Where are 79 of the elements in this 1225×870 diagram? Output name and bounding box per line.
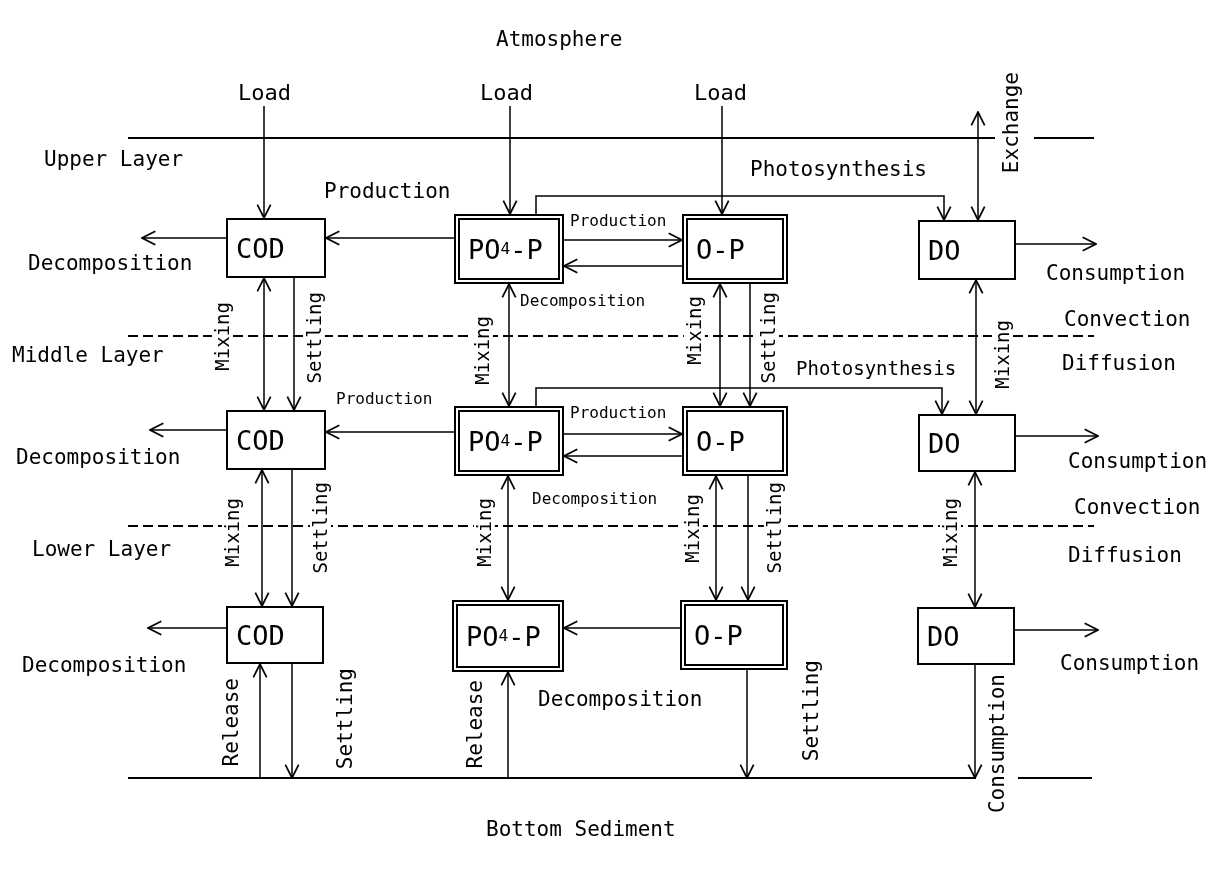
compartment-box: DO — [918, 414, 1016, 472]
arrow — [740, 475, 756, 601]
arrow — [563, 232, 683, 248]
double-arrow — [968, 279, 984, 415]
edge-label: Mixing — [684, 296, 705, 365]
edge-label: Settling — [758, 292, 779, 384]
layer-label: Middle Layer — [12, 344, 164, 368]
double-arrow — [970, 111, 986, 221]
arrow — [742, 283, 758, 407]
arrow — [1014, 622, 1099, 638]
edge-label: Decomposition — [22, 654, 187, 678]
layer-label: Upper Layer — [44, 148, 184, 172]
edge-label: Settling — [304, 292, 325, 384]
arrow — [252, 663, 268, 779]
edge-label: Mixing — [940, 498, 961, 567]
arrow — [284, 663, 300, 779]
edge-label: Consumption — [1046, 262, 1186, 286]
edge-label: Mixing — [474, 498, 495, 567]
edge-label: Mixing — [472, 316, 493, 385]
compartment-box: COD — [226, 606, 324, 664]
compartment-box: DO — [918, 220, 1016, 280]
arrow — [502, 105, 518, 215]
layer-label: Lower Layer — [32, 538, 172, 562]
arrow — [563, 426, 683, 442]
double-arrow — [256, 277, 272, 411]
compartment-box: O-P — [680, 600, 788, 670]
arrow — [141, 230, 227, 246]
edge-label: Settling — [334, 668, 358, 770]
layer-label: Atmosphere — [496, 28, 623, 52]
source-label: Load — [694, 80, 747, 106]
edge-label: Decomposition — [28, 252, 193, 276]
arrow — [1015, 428, 1099, 444]
arrow — [500, 671, 516, 779]
edge-label: Decomposition — [16, 446, 181, 470]
edge-label: Consumption — [1060, 652, 1200, 676]
source-label: Load — [480, 80, 533, 106]
double-arrow — [967, 471, 983, 608]
compartment-box: DO — [917, 607, 1015, 665]
arrow — [1015, 236, 1097, 252]
arrow — [563, 258, 683, 274]
edge-label: Settling — [310, 482, 331, 574]
double-arrow — [501, 283, 517, 407]
double-arrow — [500, 475, 516, 601]
arrow — [535, 195, 952, 221]
arrow — [149, 422, 227, 438]
edge-label: Mixing — [212, 302, 233, 371]
edge-label: Mixing — [992, 320, 1013, 389]
edge-label: Photosynthesis — [796, 358, 957, 379]
double-arrow — [254, 469, 270, 607]
arrow — [325, 230, 455, 246]
edge-label: Settling — [764, 482, 785, 574]
edge-label: Mixing — [222, 498, 243, 567]
arrow — [967, 664, 983, 779]
arrow — [325, 424, 455, 440]
arrow — [286, 277, 302, 411]
edge-label: Consumption — [986, 674, 1010, 814]
edge-label: Consumption — [1068, 450, 1208, 474]
arrow — [535, 387, 950, 415]
arrow — [147, 620, 227, 636]
arrow — [284, 469, 300, 607]
compartment-box: COD — [226, 218, 326, 278]
compartment-box: O-P — [682, 406, 788, 476]
double-arrow — [708, 475, 724, 601]
edge-label: Settling — [800, 660, 824, 762]
edge-label: Decomposition — [532, 490, 658, 508]
arrow — [714, 105, 730, 215]
source-label: Load — [238, 80, 291, 106]
edge-label: Exchange — [1000, 72, 1024, 174]
arrow — [739, 669, 755, 779]
arrow — [256, 105, 272, 219]
double-arrow — [712, 283, 728, 407]
edge-label: Decomposition — [538, 688, 703, 712]
arrow — [563, 448, 683, 464]
edge-label: Decomposition — [520, 292, 646, 310]
edge-label: Mixing — [682, 494, 703, 563]
compartment-box: COD — [226, 410, 326, 470]
edge-label: Photosynthesis — [750, 158, 927, 182]
arrow — [563, 620, 681, 636]
compartment-box: O-P — [682, 214, 788, 284]
